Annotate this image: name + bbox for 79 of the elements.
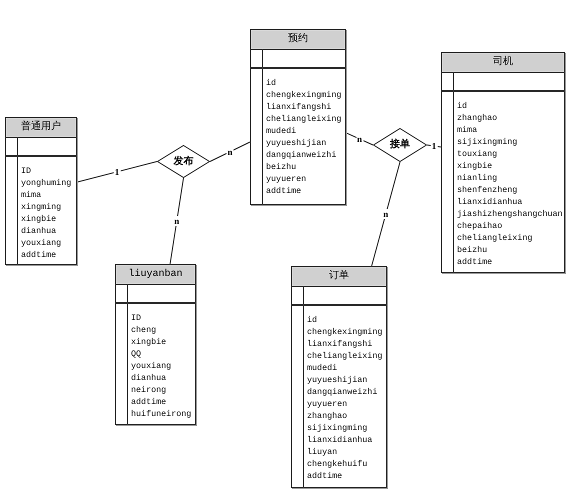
field-name: chengkexingming [307, 326, 382, 338]
field-name: dianhua [21, 225, 56, 237]
field-name: addtime [21, 249, 56, 261]
entity-table [115, 264, 196, 425]
field-name: sijixingming [457, 136, 518, 148]
field-name: addtime [457, 256, 492, 268]
connector-line [371, 162, 400, 266]
field-name: nianling [457, 172, 498, 184]
table-title: 普通用户 [21, 121, 61, 134]
relationship-label: 接单 [390, 139, 410, 151]
field-name: chengkexingming [266, 89, 342, 101]
field-name: id [266, 77, 276, 89]
field-name: QQ [131, 348, 142, 360]
field-name: yonghuming [21, 177, 72, 189]
table-title: 预约 [288, 33, 308, 46]
field-name: shenfenzheng [457, 184, 518, 196]
field-name: cheliangleixing [266, 113, 342, 125]
field-name: chengkehuifu [307, 458, 368, 470]
field-name: cheliangleixing [457, 232, 532, 244]
field-name: addtime [307, 470, 342, 482]
field-name: yuyueshijian [266, 137, 326, 149]
entity-table [5, 117, 77, 265]
connector-line [170, 178, 184, 264]
field-name: lianxifangshi [266, 101, 332, 113]
field-name: yuyueshijian [307, 374, 368, 386]
field-name: dangqianweizhi [307, 386, 378, 398]
field-name: youxiang [131, 360, 172, 372]
field-name: cheng [131, 324, 156, 336]
cardinality-label: n [382, 209, 390, 219]
relationship-label: 发布 [174, 156, 194, 168]
field-name: ID [131, 312, 142, 324]
field-name: mima [457, 124, 478, 136]
field-name: lianxidianhua [307, 434, 372, 446]
field-name: lianxidianhua [457, 196, 522, 208]
cardinality-label: 1 [430, 141, 438, 151]
field-name: liuyan [307, 446, 338, 458]
field-name: xingbie [131, 336, 166, 348]
field-name: beizhu [457, 244, 488, 256]
field-name: cheliangleixing [307, 350, 382, 362]
field-name: mima [21, 189, 42, 201]
field-name: addtime [131, 396, 166, 408]
connector-line [210, 142, 250, 162]
field-name: sijixingming [307, 422, 368, 434]
connector-line [426, 144, 442, 148]
field-name: dangqianweizhi [266, 149, 336, 161]
field-name: huifuneirong [131, 408, 192, 420]
field-name: chepaihao [457, 220, 502, 232]
field-name: ID [21, 165, 32, 177]
table-title: 司机 [493, 56, 513, 69]
field-name: id [307, 314, 318, 326]
relationship-diamond [373, 128, 427, 162]
cardinality-label: 1 [114, 166, 120, 177]
cardinality-label: n [173, 216, 180, 226]
connector-line [76, 161, 158, 183]
field-name: yuyueren [266, 173, 306, 185]
field-name: yuyueren [307, 398, 348, 410]
field-name: youxiang [21, 237, 62, 249]
field-name: mudedi [307, 362, 338, 374]
field-name: xingbie [457, 160, 492, 172]
field-name: zhanghao [457, 112, 498, 124]
field-name: addtime [266, 185, 302, 197]
relationship-diamond [157, 145, 210, 178]
field-name: xingbie [21, 213, 56, 225]
field-name: jiashizhengshangchuan [457, 208, 563, 220]
cardinality-label: n [226, 146, 234, 157]
field-name: touxiang [457, 148, 498, 160]
entity-table [441, 52, 565, 273]
table-title: 订单 [329, 270, 349, 283]
field-name: zhanghao [307, 410, 348, 422]
field-name: lianxifangshi [307, 338, 372, 350]
entity-table [291, 266, 387, 488]
table-title: liuyanban [128, 268, 182, 281]
field-name: neirong [131, 384, 166, 396]
field-name: id [457, 100, 468, 112]
field-name: xingming [21, 201, 62, 213]
field-name: beizhu [266, 161, 296, 173]
entity-table [250, 29, 346, 205]
field-name: mudedi [266, 125, 296, 137]
field-name: dianhua [131, 372, 166, 384]
